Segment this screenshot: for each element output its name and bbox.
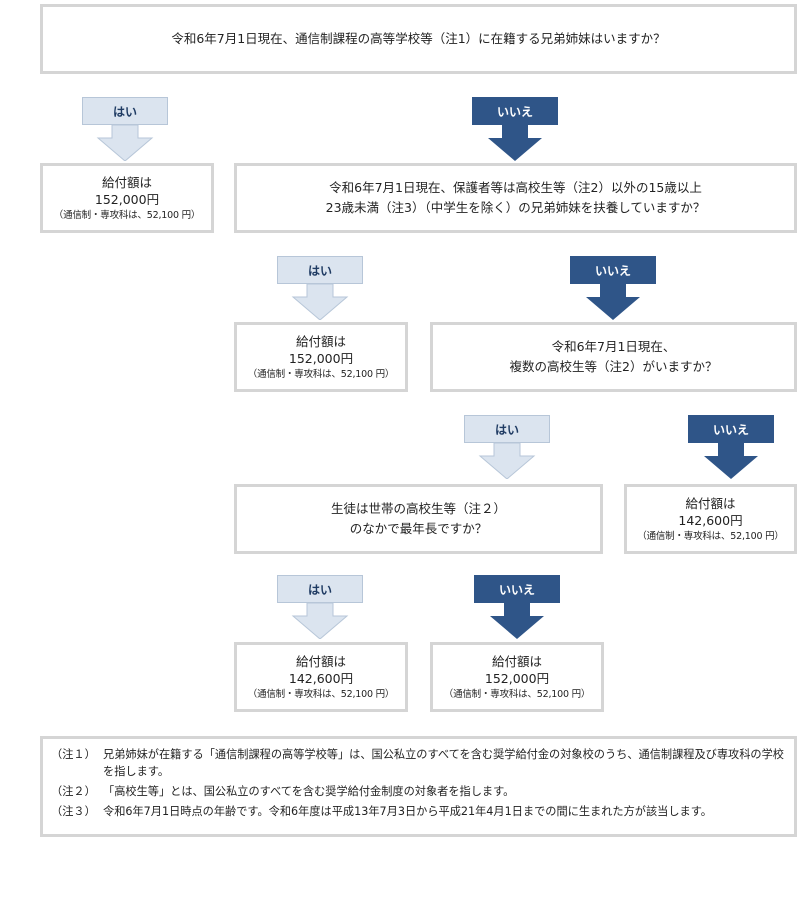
result-1-note: （通信制・専攻科は、52,100 円） [53, 209, 201, 221]
q4-yes-arrow: はい [277, 575, 363, 639]
q4-no-label: いいえ [474, 575, 560, 603]
result-5-title: 給付額は [491, 653, 542, 669]
result-2-note: （通信制・専攻科は、52,100 円） [247, 368, 395, 380]
question-4-box: 生徒は世帯の高校生等（注２） のなかで最年長ですか？ [234, 484, 603, 554]
q1-yes-label: はい [82, 97, 168, 125]
result-5-amount: 152,000円 [484, 670, 550, 686]
footnote-2-label: （注２） [51, 785, 96, 798]
result-3-note: （通信制・専攻科は、52,100 円） [637, 530, 784, 542]
footnote-1: （注１） 兄弟姉妹が在籍する「通信制課程の高等学校等」は、国公私立のすべてを含む… [51, 746, 786, 780]
down-arrow-icon [586, 284, 640, 320]
down-arrow-icon [704, 443, 758, 479]
question-1-box: 令和6年7月1日現在、通信制課程の高等学校等（注1）に在籍する兄弟姉妹はいますか… [40, 4, 797, 74]
result-1-box: 給付額は 152,000円 （通信制・専攻科は、52,100 円） [40, 163, 214, 233]
down-arrow-icon [488, 125, 542, 161]
result-1-title: 給付額は [101, 174, 152, 190]
footnote-2-text: 「高校生等」とは、国公私立のすべてを含む奨学給付金制度の対象者を指します。 [103, 785, 515, 798]
question-2-box: 令和6年7月1日現在、保護者等は高校生等（注2）以外の15歳以上 23歳未満（注… [234, 163, 797, 233]
result-2-title: 給付額は [295, 333, 346, 349]
result-1-amount: 152,000円 [94, 191, 160, 207]
footnote-2: （注２） 「高校生等」とは、国公私立のすべてを含む奨学給付金制度の対象者を指しま… [51, 783, 786, 800]
q1-no-arrow: いいえ [472, 97, 558, 161]
result-4-amount: 142,600円 [288, 670, 354, 686]
q2-yes-label: はい [277, 256, 363, 284]
question-3-line-2: 複数の高校生等（注2）がいますか？ [509, 359, 718, 374]
down-arrow-icon [291, 602, 349, 639]
result-4-box: 給付額は 142,600円 （通信制・専攻科は、52,100 円） [234, 642, 408, 712]
footnote-3-label: （注３） [51, 805, 96, 818]
question-1-text: 令和6年7月1日現在、通信制課程の高等学校等（注1）に在籍する兄弟姉妹はいますか… [171, 31, 666, 46]
question-2-line-1: 令和6年7月1日現在、保護者等は高校生等（注2）以外の15歳以上 [329, 180, 702, 195]
down-arrow-icon [478, 442, 536, 479]
footnote-1-label: （注１） [51, 748, 96, 761]
question-2-line-2: 23歳未満（注3）（中学生を除く）の兄弟姉妹を扶養していますか？ [325, 200, 706, 215]
footnote-3: （注３） 令和6年7月1日時点の年齢です。令和6年度は平成13年7月3日から平成… [51, 803, 786, 820]
result-5-box: 給付額は 152,000円 （通信制・専攻科は、52,100 円） [430, 642, 604, 712]
footnote-1-text: 兄弟姉妹が在籍する「通信制課程の高等学校等」は、国公私立のすべてを含む奨学給付金… [103, 748, 784, 778]
result-2-amount: 152,000円 [288, 350, 354, 366]
question-4-line-1: 生徒は世帯の高校生等（注２） [330, 501, 506, 516]
q1-yes-arrow: はい [82, 97, 168, 161]
down-arrow-icon [96, 124, 154, 161]
q3-no-arrow: いいえ [688, 415, 774, 479]
q2-no-label: いいえ [570, 256, 656, 284]
q4-yes-label: はい [277, 575, 363, 603]
q3-yes-arrow: はい [464, 415, 550, 479]
down-arrow-icon [490, 603, 544, 639]
question-3-box: 令和6年7月1日現在、 複数の高校生等（注2）がいますか？ [430, 322, 797, 392]
q1-no-label: いいえ [472, 97, 558, 125]
result-3-title: 給付額は [685, 495, 736, 511]
q2-no-arrow: いいえ [570, 256, 656, 320]
footnote-3-text: 令和6年7月1日時点の年齢です。令和6年度は平成13年7月3日から平成21年4月… [103, 805, 712, 818]
result-3-box: 給付額は 142,600円 （通信制・専攻科は、52,100 円） [624, 484, 797, 554]
footnotes-box: （注１） 兄弟姉妹が在籍する「通信制課程の高等学校等」は、国公私立のすべてを含む… [40, 736, 797, 837]
q4-no-arrow: いいえ [474, 575, 560, 639]
down-arrow-icon [291, 283, 349, 320]
result-3-amount: 142,600円 [678, 512, 743, 528]
q2-yes-arrow: はい [277, 256, 363, 320]
result-4-title: 給付額は [295, 653, 346, 669]
result-2-box: 給付額は 152,000円 （通信制・専攻科は、52,100 円） [234, 322, 408, 392]
question-3-line-1: 令和6年7月1日現在、 [551, 339, 676, 354]
result-5-note: （通信制・専攻科は、52,100 円） [443, 688, 591, 700]
q3-no-label: いいえ [688, 415, 774, 443]
q3-yes-label: はい [464, 415, 550, 443]
question-4-line-2: のなかで最年長ですか？ [349, 521, 488, 536]
result-4-note: （通信制・専攻科は、52,100 円） [247, 688, 395, 700]
